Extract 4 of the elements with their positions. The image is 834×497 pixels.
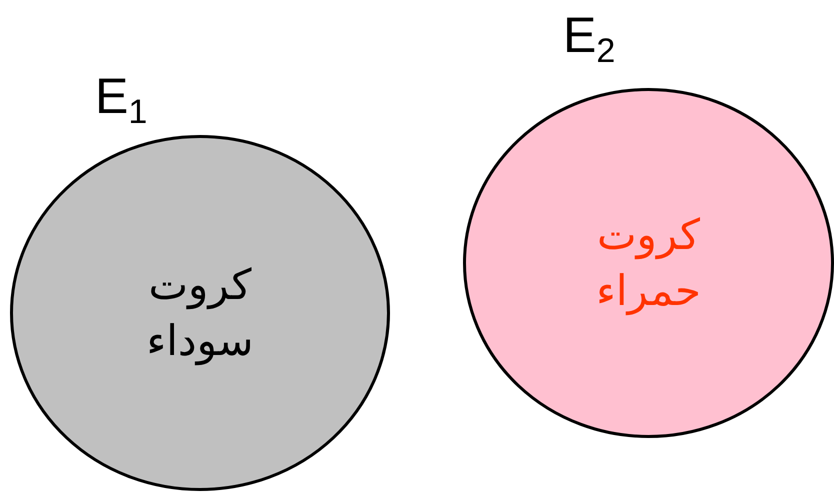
ellipse-text: كروت حمراء [595, 209, 702, 318]
set-label: E$_{2}$ [563, 10, 616, 60]
set-label: E$_{1}$ [95, 71, 148, 121]
ellipse-text: كروت سوداء [145, 259, 254, 368]
